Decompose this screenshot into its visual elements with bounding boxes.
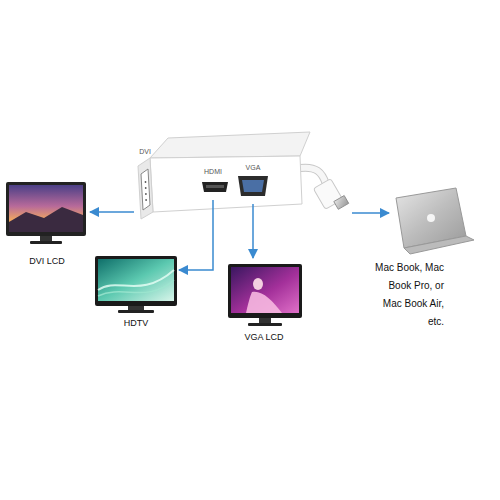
adapter	[138, 132, 349, 219]
port-name: HDMI	[204, 168, 222, 176]
node-caption: Mac Book, Mac Book Pro, or Mac Book Air,…	[374, 259, 444, 331]
adapter-end	[138, 158, 153, 219]
port-label: VGA	[232, 162, 274, 204]
vga-monitor	[228, 264, 302, 326]
monitor-base	[30, 241, 62, 244]
monitor-screen	[9, 185, 83, 232]
signal-arrow	[90, 211, 134, 213]
port-name: DVI	[139, 148, 151, 156]
display-node: HDTV	[93, 252, 179, 330]
display-node: VGA LCD	[224, 258, 304, 344]
port-label: DVI	[134, 146, 156, 220]
adapter-top	[150, 132, 310, 158]
monitor-screen	[231, 267, 299, 313]
screen-hills	[9, 207, 83, 232]
monitor-neck	[259, 318, 271, 323]
monitor-base	[248, 323, 282, 326]
adapter-front	[150, 156, 302, 212]
vga-socket	[242, 180, 264, 192]
laptop	[396, 188, 474, 254]
monitor-frame	[95, 256, 177, 306]
display-node: DVI LCD	[4, 176, 90, 268]
signal-arrow	[252, 204, 254, 258]
cable-outline	[300, 168, 326, 184]
port-name: VGA	[246, 164, 261, 172]
screen-wave	[98, 280, 174, 296]
node-caption: VGA LCD	[244, 332, 283, 342]
screen-figure	[246, 292, 282, 313]
node-caption: DVI LCD	[29, 256, 65, 266]
plug-arrow	[352, 212, 389, 214]
laptop-logo	[427, 214, 435, 222]
dvi-pin	[145, 187, 147, 189]
vga-port	[238, 176, 268, 196]
dvi-pin	[145, 181, 147, 183]
laptop-base	[404, 236, 474, 254]
hdtv	[95, 256, 177, 313]
monitor-neck	[40, 236, 52, 241]
mini-displayport-tip	[334, 196, 349, 210]
monitor-screen	[98, 259, 174, 301]
monitor-neck	[128, 306, 144, 310]
dvi-pin	[145, 199, 147, 201]
monitor-base	[118, 310, 154, 313]
dvi-monitor	[6, 182, 86, 244]
monitor-frame	[6, 182, 86, 236]
signal-arrow	[179, 200, 213, 270]
node-caption: HDTV	[124, 318, 149, 328]
screen-figure	[253, 278, 263, 290]
cable	[300, 168, 326, 184]
hdmi-contacts	[206, 185, 224, 188]
port-label: HDMI	[196, 166, 230, 200]
computer-node: Mac Book, Mac Book Pro, or Mac Book Air,…	[362, 188, 474, 333]
dvi-pin	[145, 193, 147, 195]
dvi-port	[141, 169, 150, 210]
monitor-frame	[228, 264, 302, 318]
hdmi-port	[202, 182, 228, 192]
